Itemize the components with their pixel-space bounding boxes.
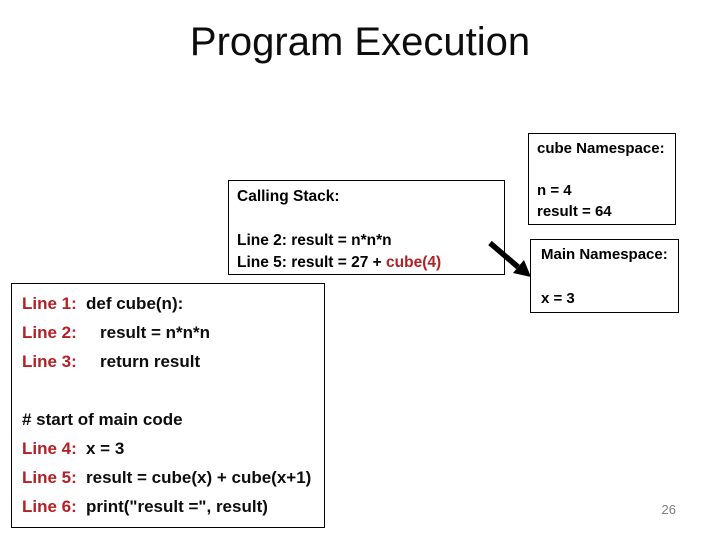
stack-line-text: Line 5: result = 27 + — [237, 254, 387, 271]
code-line: Line 5: result = cube(x) + cube(x+1) — [22, 463, 316, 492]
cube-namespace-title: cube Namespace: — [537, 140, 665, 157]
stack-line-highlight: cube(4) — [386, 254, 442, 271]
stack-frame-line: Line 5: result = 27 + cube(4) — [237, 252, 496, 274]
main-namespace-entries: x = 3 — [541, 288, 670, 310]
code-line-text: result = n*n*n — [100, 323, 211, 342]
code-line-label: Line 4: — [22, 439, 77, 458]
code-line-text: result = cube(x) + cube(x+1) — [86, 468, 312, 487]
code-line-label: Line 5: — [22, 468, 77, 487]
namespace-entry: result = 64 — [537, 203, 612, 220]
code-line: Line 6: print("result =", result) — [22, 492, 316, 521]
code-lines: Line 1: def cube(n): Line 2: result = n*n*n… — [22, 289, 316, 521]
calling-stack-title: Calling Stack: — [237, 188, 340, 205]
flow-arrow — [488, 240, 531, 277]
namespace-entry: n = 4 — [537, 182, 572, 199]
code-line: Line 1: def cube(n): — [22, 289, 316, 318]
cube-namespace-box: cube Namespace: n = 4 result = 64 — [528, 133, 676, 225]
code-box: Line 1: def cube(n): Line 2: result = n*n*n… — [11, 283, 325, 528]
stack-frame-line: Line 2: result = n*n*n — [237, 230, 496, 252]
code-line-label: Line 2: — [22, 323, 77, 342]
stack-line-text: Line 2: result = n*n*n — [237, 232, 392, 249]
code-line: Line 4: x = 3 — [22, 434, 316, 463]
code-line-text: print("result =", result) — [86, 497, 268, 516]
namespace-entry: x = 3 — [541, 290, 575, 307]
spacer — [541, 266, 670, 288]
code-line-label: Line 3: — [22, 352, 77, 371]
code-line: Line 2: result = n*n*n — [22, 318, 316, 347]
page-number: 26 — [661, 502, 676, 517]
code-line-label: Line 1: — [22, 294, 77, 313]
main-namespace-title: Main Namespace: — [541, 246, 668, 263]
slide-title: Program Execution — [189, 20, 531, 64]
spacer — [537, 159, 667, 180]
code-line — [22, 376, 316, 405]
code-line-text: return result — [100, 352, 201, 371]
code-line-text: # start of main code — [22, 410, 183, 429]
code-line-label: Line 6: — [22, 497, 77, 516]
code-line: # start of main code — [22, 405, 316, 434]
spacer — [237, 208, 496, 230]
code-line-text: x = 3 — [86, 439, 125, 458]
main-namespace-box: Main Namespace: x = 3 — [530, 239, 679, 313]
code-line: Line 3: return result — [22, 347, 316, 376]
code-line-text: def cube(n): — [86, 294, 184, 313]
cube-namespace-entries: n = 4 result = 64 — [537, 180, 667, 222]
